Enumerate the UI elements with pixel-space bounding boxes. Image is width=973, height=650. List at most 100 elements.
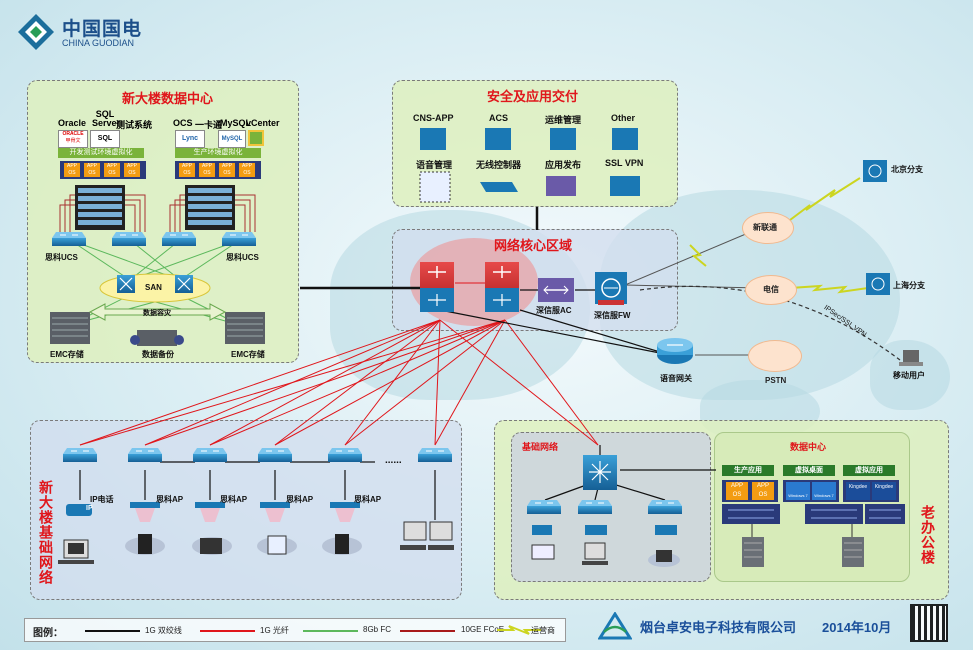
access-switch [62, 447, 98, 463]
access-switch [127, 447, 163, 463]
sangfor-fw-icon [595, 272, 627, 305]
company-logo: 中国国电 CHINA GUODIAN [16, 12, 166, 52]
ap-label-3: 思科AP [286, 495, 314, 504]
company-name: 烟台卓安电子科技有限公司 [640, 620, 797, 635]
blade-chassis-right [185, 185, 235, 230]
vcenter-logo [248, 130, 264, 146]
issue-date: 2014年10月 [822, 620, 892, 635]
ucs-fabric-switch [51, 231, 87, 247]
app-label-vcenter: vCenter [246, 118, 280, 128]
service-ssl-vpn: SSL VPN [605, 158, 644, 168]
mysql-logo: MySQL [218, 130, 246, 148]
access-switch [192, 447, 228, 463]
emc-storage-left [50, 312, 90, 344]
lync-logo: Lync [175, 130, 205, 148]
datacenter-title: 新大楼数据中心 [122, 91, 214, 106]
shanghai-label: 上海分支 [893, 281, 925, 290]
ac-label: 深信服AC [536, 306, 572, 315]
service-app-publish: 应用发布 [545, 160, 582, 170]
virt-label-right: 生产环境虚拟化 [175, 148, 261, 158]
logo-text-cn: 中国国电 [62, 19, 143, 40]
old-dc-cat-production: 生产应用 [722, 465, 774, 476]
service-cns-app: CNS-APP [413, 113, 454, 123]
ucs-label-right: 思科UCS [226, 253, 259, 262]
legend-swatch-fiber [200, 630, 255, 632]
legend-swatch-copper [85, 630, 140, 632]
kingdee-vm-chip: Kingdee [846, 482, 870, 500]
fiber-links [79, 282, 599, 446]
kingdee-vm-chip: Kingdee [872, 482, 896, 500]
security-title: 安全及应用交付 [487, 89, 579, 104]
legend-label: 图例： [33, 628, 63, 639]
security-service-icons [419, 128, 640, 203]
san-switch-right [175, 275, 193, 293]
mobile-label: 移动用户 [893, 371, 925, 380]
more-dots: ...... [385, 455, 402, 466]
old-access-switch [647, 499, 683, 515]
shanghai-branch-icon [866, 273, 890, 295]
old-core-switch [583, 455, 617, 490]
ucs-fabric-switch [161, 231, 197, 247]
service-acs: ACS [489, 113, 509, 123]
copper-links [79, 207, 716, 520]
access-switch [327, 447, 363, 463]
blade-chassis-left [75, 185, 125, 230]
old-office-title: 老办公楼 [920, 505, 936, 565]
core-switch-right [485, 262, 519, 312]
oracle-logo: ORACLE 甲骨文 [58, 130, 88, 148]
ip-badge: IP [86, 505, 93, 512]
zone-access [30, 420, 462, 600]
voice-gateway-icon [657, 338, 693, 364]
backup-device [130, 330, 184, 346]
backup-label: 数据备份 [142, 350, 174, 359]
legend-swatch-fc [303, 630, 358, 632]
old-dc-cat-vdi: 虚拟桌面 [783, 465, 835, 476]
old-client-devices [531, 525, 680, 567]
sangfor-ac-icon [538, 278, 574, 302]
replication-arrow [88, 303, 227, 321]
access-switch [257, 447, 293, 463]
legend-carrier-icon [497, 625, 541, 635]
wifi-ap-icons [130, 502, 360, 522]
client-devices [58, 504, 454, 564]
telecom-cloud [745, 275, 797, 305]
legend: 图例： 1G 双绞线 1G 光纤 8Gb FC 10GE FCoE 运营商 [24, 618, 566, 642]
service-voice: 语音管理 [416, 160, 453, 170]
legend-fiber: 1G 光纤 [260, 626, 289, 635]
pstn-label: PSTN [765, 376, 787, 385]
service-wlc: 无线控制器 [476, 160, 522, 170]
fw-label: 深信服FW [594, 311, 631, 320]
ucs-fabric-switch [111, 231, 147, 247]
unicom-cloud [742, 212, 794, 244]
beijing-label: 北京分支 [891, 165, 923, 174]
ap-label-1: 思科AP [156, 495, 184, 504]
app-label-card: 一卡通 [195, 120, 223, 130]
windows-vm-chip: Windows 7 [786, 482, 810, 500]
access-switch [417, 447, 453, 463]
ucs-fabric-switch [221, 231, 257, 247]
old-access-switch [526, 499, 562, 515]
app-label-oracle: Oracle [58, 118, 87, 128]
legend-carrier: 运营商 [531, 626, 555, 635]
service-ops: 运维管理 [545, 115, 582, 125]
ucs-label-left: 思科UCS [45, 253, 78, 262]
voice-gateway-label: 语音网关 [660, 374, 692, 383]
logo-text-en: CHINA GUODIAN [62, 38, 135, 48]
access-title: 新大楼基础网络 [38, 480, 54, 585]
old-dc-cat-vapp: 虚拟应用 [843, 465, 895, 476]
qr-code-icon [910, 604, 948, 642]
legend-copper: 1G 双绞线 [145, 626, 182, 635]
ap-label-4: 思科AP [354, 495, 382, 504]
service-other: Other [611, 113, 636, 123]
legend-swatch-fcoe [400, 630, 455, 632]
